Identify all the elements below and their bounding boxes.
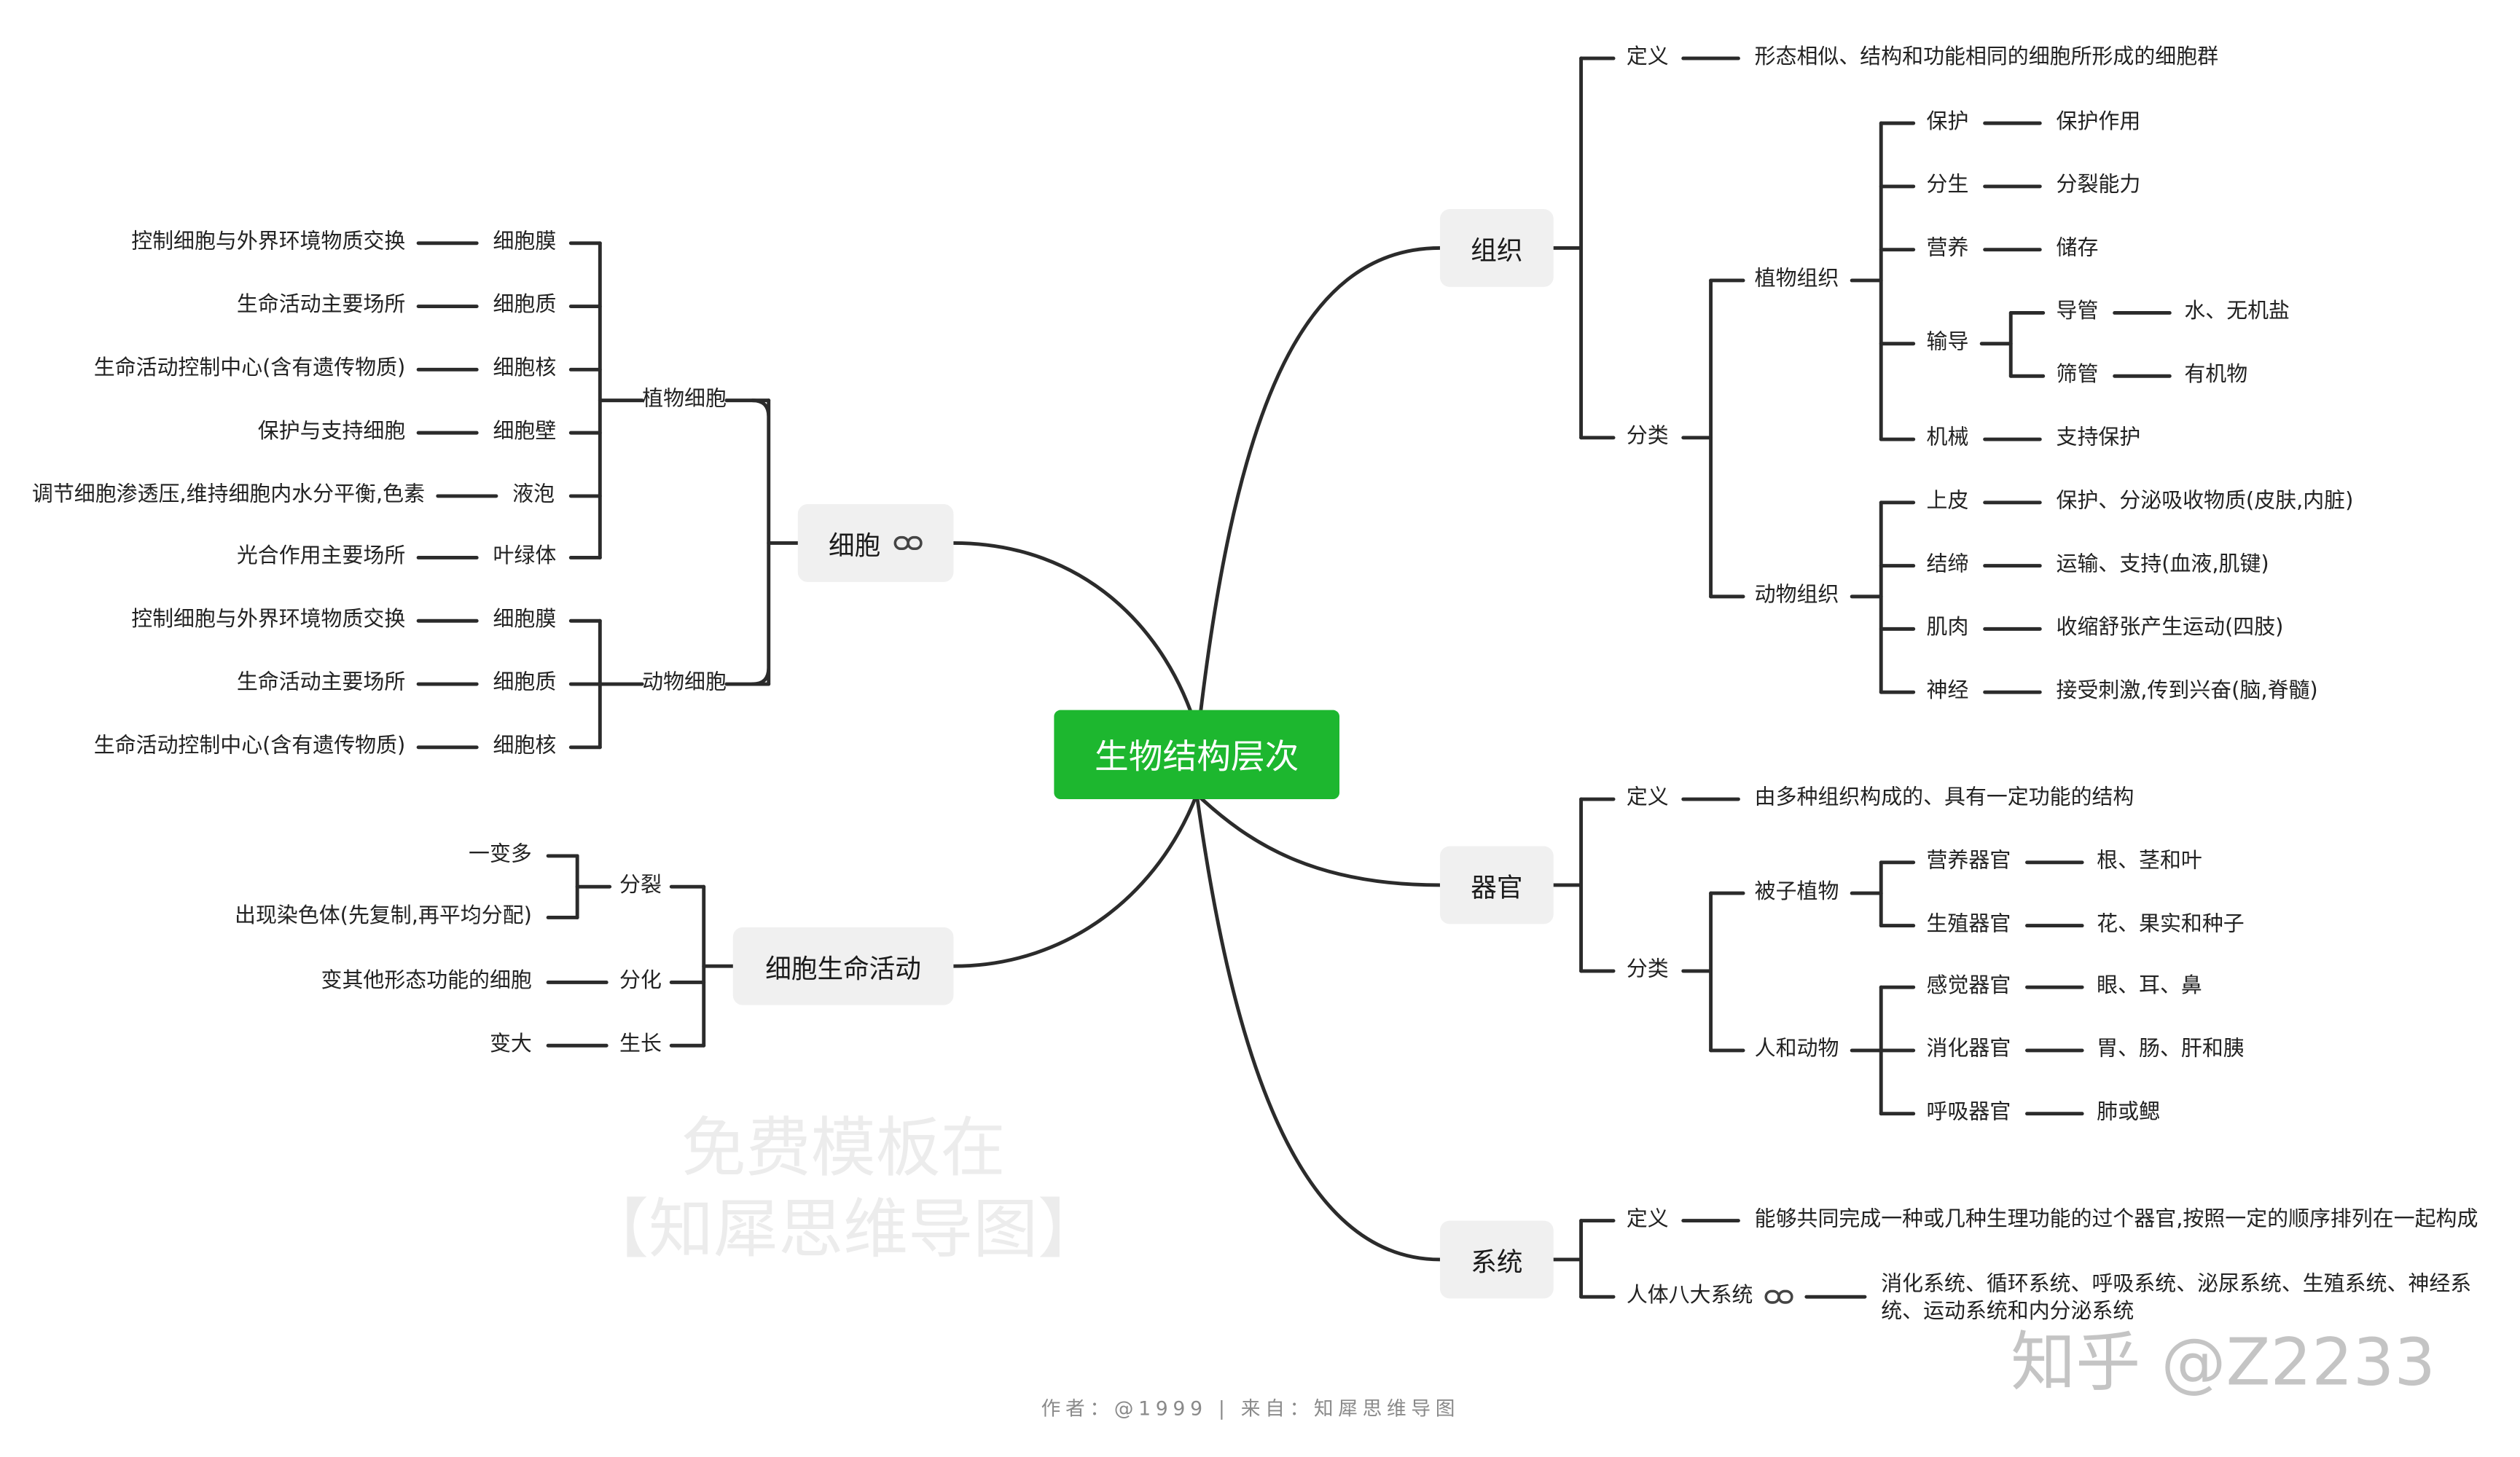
cell-animal-item[interactable]: 细胞核 bbox=[493, 734, 557, 759]
tissue-animal-desc[interactable]: 保护、分泌吸收物质(皮肤,内脏) bbox=[2056, 490, 2354, 514]
division-item[interactable]: 一变多 bbox=[469, 843, 532, 868]
tissue-def[interactable]: 形态相似、结构和功能相同的细胞所形成的细胞群 bbox=[1754, 45, 2219, 70]
cell-animal-desc[interactable]: 生命活动主要场所 bbox=[236, 671, 406, 696]
tissue-plant-desc[interactable]: 分裂能力 bbox=[2056, 173, 2141, 198]
root-node[interactable]: 生物结构层次 bbox=[1054, 710, 1340, 800]
cell-plant-item[interactable]: 细胞核 bbox=[493, 356, 557, 381]
tissue-plant-item[interactable]: 机械 bbox=[1926, 426, 1969, 451]
tissue-node[interactable]: 组织 bbox=[1439, 209, 1554, 287]
cell-plant-desc[interactable]: 控制细胞与外界环境物质交换 bbox=[131, 229, 406, 255]
watermark-line1: 免费模板在 bbox=[681, 1112, 1006, 1187]
cell-animal-desc[interactable]: 控制细胞与外界环境物质交换 bbox=[131, 608, 406, 632]
link-icon[interactable] bbox=[1764, 1288, 1793, 1304]
organ-animal-item[interactable]: 呼吸器官 bbox=[1926, 1100, 2011, 1126]
cell-plant-label[interactable]: 植物细胞 bbox=[642, 387, 727, 412]
tissue-animal-desc[interactable]: 收缩舒张产生运动(四肢) bbox=[2056, 616, 2284, 640]
footer-credit: 作者：@1999 | 来自：知犀思维导图 bbox=[1041, 1397, 1460, 1421]
root-label: 生物结构层次 bbox=[1095, 737, 1299, 776]
zhihu-watermark: 知乎 @Z2233 bbox=[2011, 1326, 2436, 1401]
cell-animal-desc[interactable]: 生命活动控制中心(含有遗传物质) bbox=[93, 734, 406, 759]
conduct-sub-desc[interactable]: 有机物 bbox=[2184, 363, 2248, 388]
cell-plant-desc[interactable]: 生命活动主要场所 bbox=[236, 293, 406, 318]
eight-systems-text: 人体八大系统 bbox=[1626, 1284, 1753, 1308]
tissue-animal-label[interactable]: 动物组织 bbox=[1754, 584, 1839, 608]
conduct-sub-desc[interactable]: 水、无机盐 bbox=[2184, 299, 2290, 325]
growth-label[interactable]: 生长 bbox=[619, 1032, 662, 1057]
cell-animal-item[interactable]: 细胞膜 bbox=[493, 608, 557, 632]
division-label[interactable]: 分裂 bbox=[619, 873, 662, 898]
activity-node[interactable]: 细胞生命活动 bbox=[732, 927, 954, 1005]
tissue-animal-desc[interactable]: 接受刺激,传到兴奋(脑,脊髓) bbox=[2056, 679, 2318, 704]
organ-title: 器官 bbox=[1471, 872, 1523, 903]
connector-root-organ bbox=[1194, 792, 1442, 887]
system-def-label[interactable]: 定义 bbox=[1626, 1207, 1669, 1233]
division-item[interactable]: 出现染色体(先复制,再平均分配) bbox=[235, 904, 532, 930]
cell-plant-item[interactable]: 细胞壁 bbox=[493, 420, 557, 444]
differentiation-desc[interactable]: 变其他形态功能的细胞 bbox=[321, 969, 532, 994]
organ-animal-item[interactable]: 感觉器官 bbox=[1926, 974, 2011, 999]
cell-plant-item[interactable]: 叶绿体 bbox=[493, 544, 557, 570]
tissue-plant-item[interactable]: 营养 bbox=[1926, 236, 1969, 262]
organ-def[interactable]: 由多种组织构成的、具有一定功能的结构 bbox=[1754, 786, 2134, 811]
cell-title: 细胞 bbox=[829, 530, 881, 561]
tissue-plant-label[interactable]: 植物组织 bbox=[1754, 267, 1839, 292]
tissue-animal-item[interactable]: 结缔 bbox=[1926, 552, 1969, 578]
organ-animal-label[interactable]: 人和动物 bbox=[1754, 1037, 1839, 1062]
connector-root-system bbox=[1194, 792, 1442, 1262]
growth-desc[interactable]: 变大 bbox=[489, 1032, 532, 1057]
organ-animal-desc[interactable]: 胃、肠、肝和胰 bbox=[2097, 1037, 2245, 1062]
cell-plant-item[interactable]: 细胞膜 bbox=[493, 229, 557, 255]
organ-plant-desc[interactable]: 根、茎和叶 bbox=[2097, 849, 2202, 874]
activity-title: 细胞生命活动 bbox=[765, 953, 921, 984]
organ-animal-item[interactable]: 消化器官 bbox=[1926, 1037, 2011, 1062]
tissue-class-label[interactable]: 分类 bbox=[1626, 425, 1669, 449]
organ-animal-desc[interactable]: 肺或鳃 bbox=[2097, 1100, 2161, 1126]
tissue-def-label[interactable]: 定义 bbox=[1626, 45, 1669, 70]
differentiation-label[interactable]: 分化 bbox=[619, 969, 662, 994]
eight-systems-desc[interactable]: 消化系统、循环系统、呼吸系统、泌尿系统、生殖系统、神经系统、运动系统和内分泌系统 bbox=[1881, 1272, 2472, 1324]
system-title: 系统 bbox=[1471, 1246, 1523, 1278]
cell-plant-desc[interactable]: 保护与支持细胞 bbox=[257, 420, 406, 444]
organ-class-label[interactable]: 分类 bbox=[1626, 958, 1669, 983]
organ-plant-item[interactable]: 营养器官 bbox=[1926, 849, 2011, 874]
eight-systems-label[interactable]: 人体八大系统 bbox=[1627, 1284, 1794, 1310]
tissue-plant-desc[interactable]: 保护作用 bbox=[2056, 110, 2141, 135]
cell-plant-item[interactable]: 细胞质 bbox=[493, 293, 557, 318]
tissue-animal-item[interactable]: 上皮 bbox=[1926, 490, 1969, 514]
connector-root-tissue bbox=[1194, 246, 1442, 748]
tissue-animal-desc[interactable]: 运输、支持(血液,肌键) bbox=[2056, 552, 2269, 578]
tissue-plant-desc[interactable]: 支持保护 bbox=[2056, 426, 2141, 451]
cell-animal-label[interactable]: 动物细胞 bbox=[642, 671, 727, 696]
template-watermark: 免费模板在 【知犀思维导图】 bbox=[552, 1109, 1135, 1271]
system-def[interactable]: 能够共同完成一种或几种生理功能的过个器官,按照一定的顺序排列在一起构成 bbox=[1754, 1207, 2478, 1233]
organ-plant-label[interactable]: 被子植物 bbox=[1754, 880, 1839, 905]
tissue-plant-item[interactable]: 分生 bbox=[1926, 173, 1969, 198]
organ-plant-item[interactable]: 生殖器官 bbox=[1926, 912, 2011, 938]
cell-plant-desc[interactable]: 调节细胞渗透压,维持细胞内水分平衡,色素 bbox=[31, 483, 426, 508]
conduct-sub-item[interactable]: 导管 bbox=[2056, 299, 2099, 325]
connector-root-cell bbox=[951, 541, 1199, 731]
link-icon[interactable] bbox=[893, 535, 923, 551]
tissue-plant-item[interactable]: 输导 bbox=[1926, 330, 1969, 356]
cell-plant-item[interactable]: 液泡 bbox=[512, 483, 555, 508]
tissue-plant-desc[interactable]: 储存 bbox=[2056, 236, 2099, 262]
tissue-animal-item[interactable]: 神经 bbox=[1926, 679, 1969, 704]
organ-animal-desc[interactable]: 眼、耳、鼻 bbox=[2097, 974, 2202, 999]
organ-node[interactable]: 器官 bbox=[1439, 846, 1554, 924]
tissue-title: 组织 bbox=[1471, 235, 1523, 266]
tissue-plant-item[interactable]: 保护 bbox=[1926, 110, 1969, 135]
organ-def-label[interactable]: 定义 bbox=[1626, 786, 1669, 811]
system-node[interactable]: 系统 bbox=[1439, 1220, 1554, 1299]
cell-node[interactable]: 细胞 bbox=[797, 504, 954, 582]
tissue-animal-item[interactable]: 肌肉 bbox=[1926, 616, 1969, 640]
organ-plant-desc[interactable]: 花、果实和种子 bbox=[2097, 912, 2245, 938]
connector-root-activity bbox=[951, 792, 1199, 968]
watermark-line2: 【知犀思维导图】 bbox=[584, 1193, 1103, 1268]
conduct-sub-item[interactable]: 筛管 bbox=[2056, 363, 2099, 388]
cell-animal-item[interactable]: 细胞质 bbox=[493, 671, 557, 696]
cell-plant-desc[interactable]: 光合作用主要场所 bbox=[236, 544, 406, 570]
cell-plant-desc[interactable]: 生命活动控制中心(含有遗传物质) bbox=[93, 356, 406, 381]
